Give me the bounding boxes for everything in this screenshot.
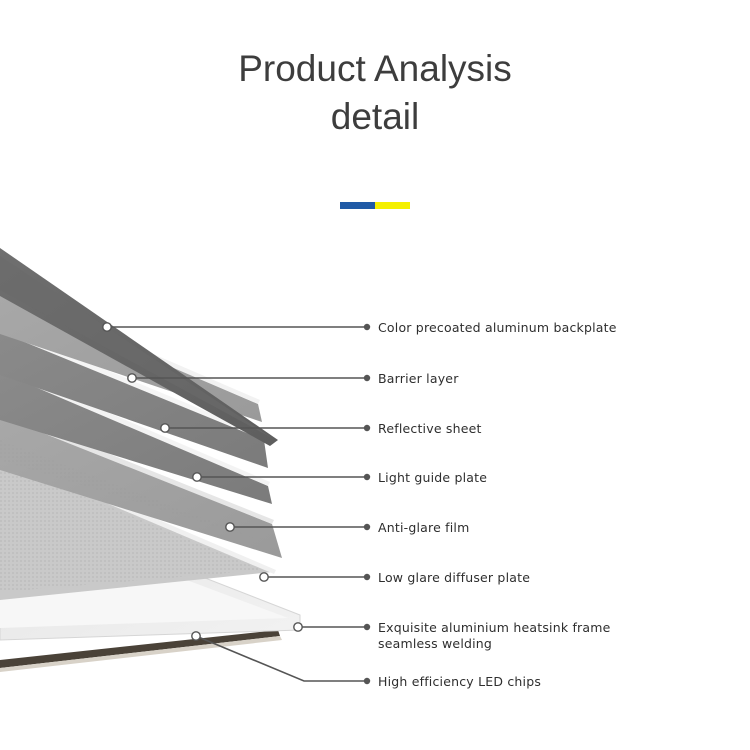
end-dot-diffuser: [363, 573, 371, 581]
end-dot-anti-glare: [363, 523, 371, 531]
label-diffuser-plate: Low glare diffuser plate: [378, 570, 531, 585]
end-dot-light-guide: [363, 473, 371, 481]
label-led-chips: High efficiency LED chips: [378, 674, 542, 689]
led-chips-layer: [0, 630, 282, 672]
end-dot-backplate: [363, 323, 371, 331]
label-barrier-layer: Barrier layer: [378, 371, 459, 386]
leader-line-led: [195, 635, 366, 682]
anchor-led: [191, 631, 201, 641]
end-dot-heatsink: [363, 623, 371, 631]
end-dot-reflective: [363, 424, 371, 432]
end-dot-led: [363, 677, 371, 685]
leader-end-dots: [363, 323, 371, 685]
accent-bar-blue: [340, 202, 375, 209]
anchor-anti-glare: [225, 522, 235, 532]
end-dot-barrier: [363, 374, 371, 382]
label-backplate: Color precoated aluminum backplate: [378, 320, 617, 335]
page-title-line-1: Product Analysis: [238, 48, 512, 89]
anchor-heatsink: [293, 622, 303, 632]
label-anti-glare-film: Anti-glare film: [378, 520, 470, 535]
anchor-light-guide: [192, 472, 202, 482]
accent-bar-yellow: [375, 202, 410, 209]
aluminum-backplate-layer: [0, 248, 278, 446]
anchor-reflective: [160, 423, 170, 433]
label-reflective-sheet: Reflective sheet: [378, 421, 482, 436]
label-heatsink-frame: Exquisite aluminium heatsink frame: [378, 620, 611, 635]
page-title-line-2: detail: [330, 96, 420, 137]
anchor-points: [102, 322, 303, 641]
anchor-barrier: [127, 373, 137, 383]
anchor-backplate: [102, 322, 112, 332]
label-light-guide-plate: Light guide plate: [378, 470, 488, 485]
leader-lines: [107, 326, 366, 682]
label-heatsink-frame-line-2: seamless welding: [378, 636, 493, 651]
anchor-diffuser: [259, 572, 269, 582]
